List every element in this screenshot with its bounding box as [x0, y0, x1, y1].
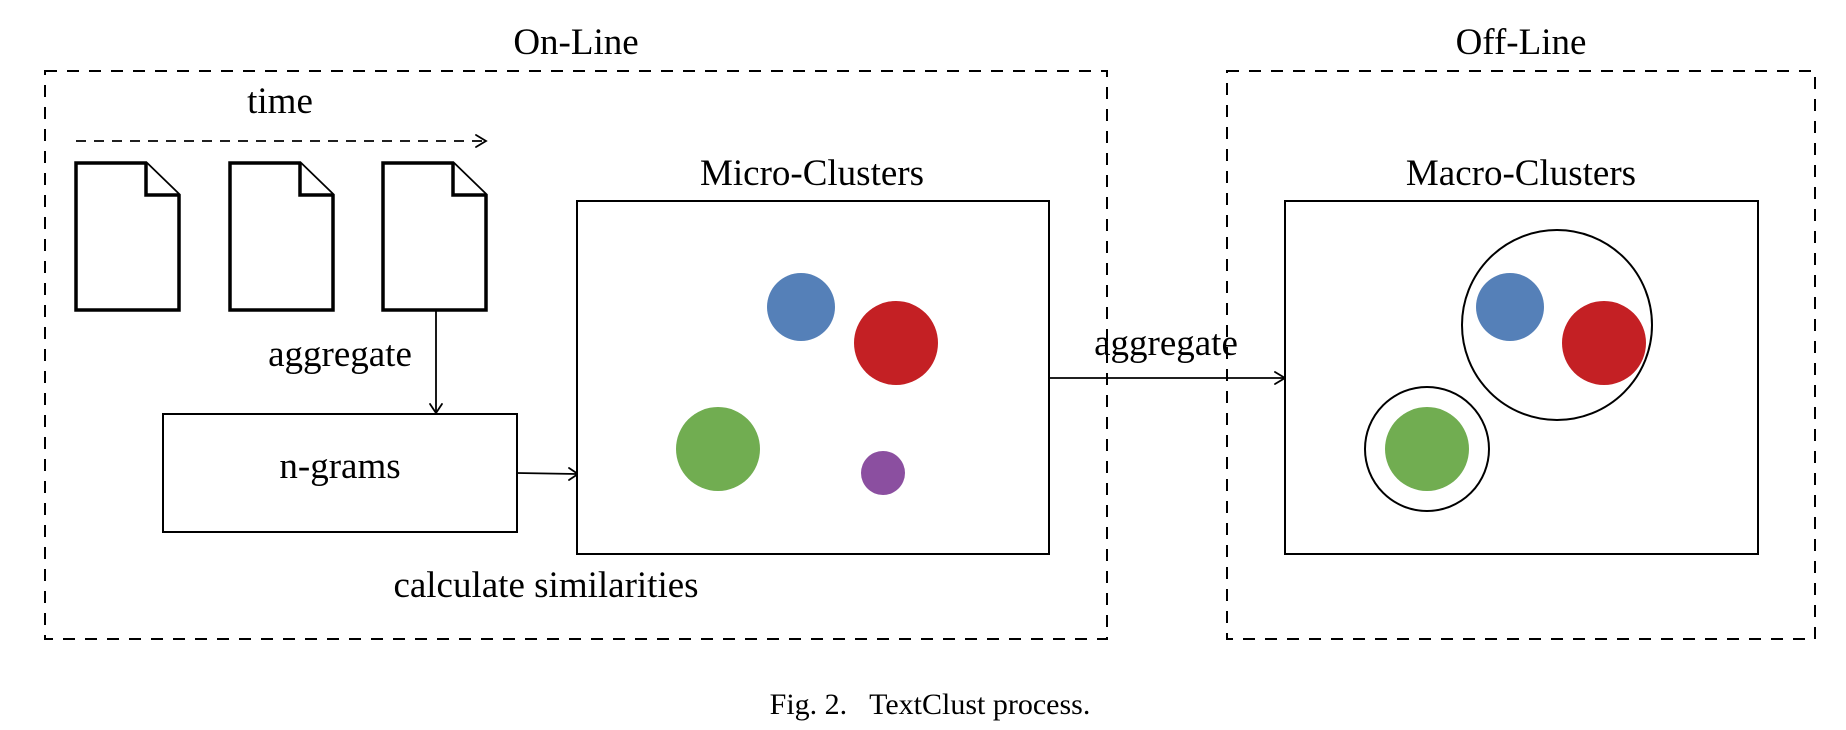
online-panel-title: On-Line	[513, 22, 638, 63]
document-icon	[228, 161, 335, 312]
aggregate-label: aggregate	[268, 334, 412, 375]
macro-cluster-green	[1385, 407, 1469, 491]
macro-clusters-title: Macro-Clusters	[1406, 153, 1636, 194]
micro-cluster-blue	[767, 273, 835, 341]
micro-cluster-red	[854, 301, 938, 385]
document-icon	[381, 161, 488, 312]
offline-panel-border	[1226, 70, 1816, 640]
ngrams-box	[162, 413, 518, 533]
online-panel-border	[44, 70, 1108, 640]
time-arrow	[76, 134, 488, 148]
macro-cluster-red	[1562, 301, 1646, 385]
offline-aggregate-arrow	[1049, 371, 1287, 385]
time-label: time	[247, 81, 313, 122]
macro-cluster-ring-small	[1364, 386, 1490, 512]
figure-caption: Fig. 2. TextClust process.	[770, 688, 1091, 721]
micro-clusters-title: Micro-Clusters	[700, 153, 924, 194]
micro-clusters-box	[576, 200, 1050, 555]
offline-panel-title: Off-Line	[1456, 22, 1587, 63]
macro-cluster-ring-large	[1461, 229, 1653, 421]
offline-panel: Off-Line Macro-Clusters	[1226, 22, 1816, 640]
micro-cluster-green	[676, 407, 760, 491]
aggregate-arrow	[429, 310, 443, 415]
ngrams-label: n-grams	[279, 446, 400, 487]
document-icon	[74, 161, 181, 312]
online-panel: On-Line time aggregate n-grams	[44, 22, 1108, 640]
macro-cluster-blue	[1476, 273, 1544, 341]
macro-clusters-box	[1284, 200, 1759, 555]
offline-aggregate-label: aggregate	[1094, 323, 1238, 364]
similarities-label: calculate similarities	[393, 565, 698, 606]
similarity-arrow	[516, 467, 580, 481]
micro-cluster-purple	[861, 451, 905, 495]
